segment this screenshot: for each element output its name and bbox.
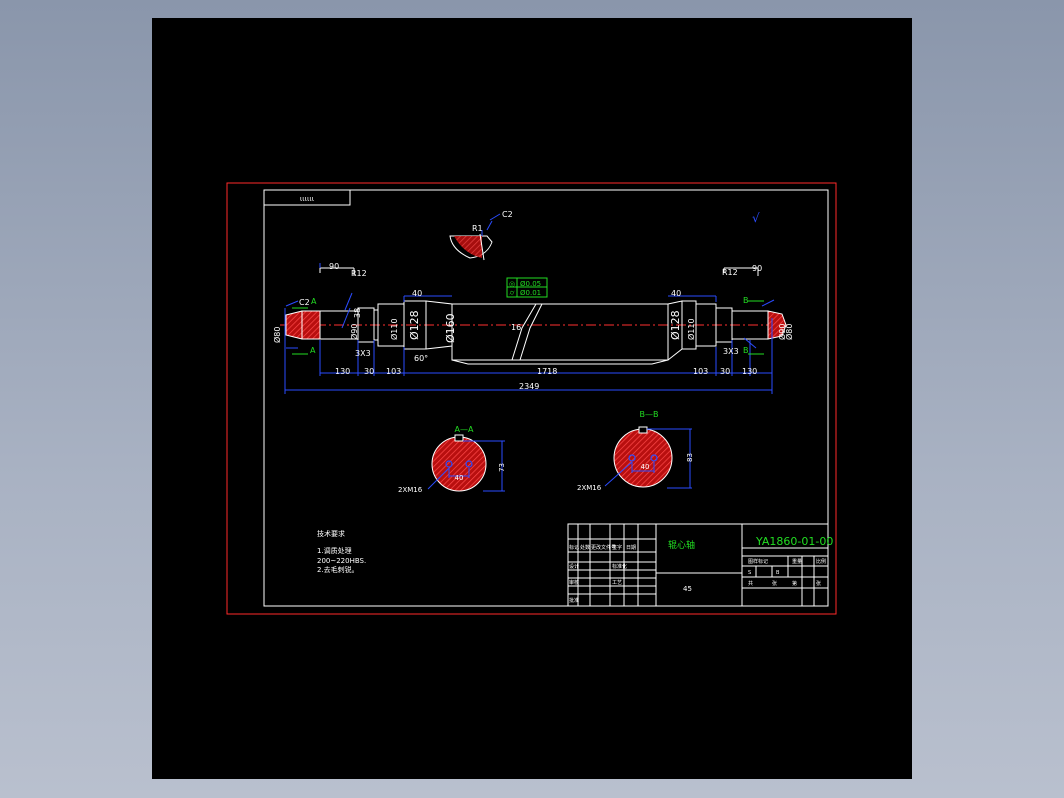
chamfer-radius: R1	[472, 224, 483, 233]
dim-30-right: 30	[720, 367, 730, 376]
tb-cell-10: 图样标记	[748, 558, 768, 565]
section-aa-height: 73	[498, 463, 506, 472]
drawing-number: YA1860-01-00	[755, 535, 833, 548]
dim-top40-right: 40	[671, 289, 681, 298]
section-aa-spacing: 40	[455, 474, 464, 482]
section-aa: A—A 40 73 2XM16	[398, 425, 506, 494]
tb-cell-17: S	[748, 570, 751, 576]
dim-d110-right: Ø110	[686, 318, 696, 340]
dim-groove-left: 3X3	[355, 349, 371, 358]
part-name: 辊心轴	[668, 539, 695, 551]
tol-symbol-1: ◎	[509, 280, 515, 288]
section-marker-a-bottom: A	[310, 346, 316, 355]
notes-line-3: 2.去毛刺锐。	[317, 565, 359, 574]
dim-1718: 1718	[537, 367, 557, 376]
dim-angle: 60°	[414, 354, 428, 363]
tb-cell-18: B	[776, 570, 780, 576]
tb-cell-7: 审核	[569, 579, 579, 586]
dim-d90-right: Ø90	[777, 324, 787, 340]
dim-right-r12: R12	[722, 268, 738, 277]
dim-groove-right: 3X3	[723, 347, 739, 356]
dim-130-right: 130	[742, 367, 757, 376]
tb-cell-12: 比例	[816, 558, 826, 565]
dim-top40-left: 40	[412, 289, 422, 298]
tb-cell-6: 标准化	[612, 563, 627, 570]
scale-stamp-box	[263, 189, 351, 206]
dim-103-left: 103	[386, 367, 401, 376]
drawing-sheet: ɩɩɩɩɩɩ R1 C2 √	[226, 182, 837, 615]
section-aa-title: A—A	[455, 425, 474, 434]
section-marker-a-top: A	[311, 297, 317, 306]
dim-overall: 2349	[519, 382, 539, 391]
notes-heading: 技术要求	[317, 529, 345, 538]
dim-d128-right: Ø128	[669, 310, 682, 340]
dim-left-90: 90	[329, 262, 339, 271]
section-bb-height: 83	[686, 453, 694, 462]
inner-frame	[263, 189, 829, 607]
chamfer-c2: C2	[502, 210, 513, 219]
tol-symbol-2: ⌭	[509, 289, 514, 297]
dim-d80-left: Ø80	[272, 327, 282, 343]
section-bb: B—B 40 83 2XM16	[577, 410, 694, 492]
tb-cell-14: 张	[772, 580, 777, 587]
dim-d80-right: Ø80	[784, 324, 794, 340]
dim-c2-left: C2	[299, 298, 310, 307]
tb-cell-1: 处数	[580, 544, 590, 551]
dim-d110-left: Ø110	[389, 318, 399, 340]
section-bb-thread: 2XM16	[577, 484, 602, 492]
tb-cell-0: 标记	[569, 544, 579, 551]
tb-cell-15: 第	[792, 580, 797, 587]
dimension-lines	[284, 263, 775, 394]
shaft-main-view	[280, 267, 788, 365]
section-marker-b-bottom: B	[743, 346, 749, 355]
notes-line-2: 200~220HBS.	[317, 557, 366, 565]
section-aa-thread: 2XM16	[398, 486, 423, 494]
tb-cell-2: 更改文件号	[591, 544, 616, 551]
notes-line-1: 1.调质处理	[317, 546, 352, 555]
scale-stamp: ɩɩɩɩɩɩ	[300, 195, 315, 203]
tb-cell-8: 工艺	[612, 580, 622, 586]
tb-cell-9: 批准	[569, 597, 579, 604]
cad-drawing-canvas: ɩɩɩɩɩɩ R1 C2 √	[152, 18, 912, 779]
tb-cell-4: 日期	[626, 545, 636, 551]
title-block: 辊心轴 YA1860-01-00 45 标记 处数 更改文件号 签字 日期 设计…	[567, 523, 833, 607]
dim-right-90: 90	[752, 264, 762, 273]
tol-value-1: Ø0.05	[520, 280, 541, 288]
dim-130-left: 130	[335, 367, 350, 376]
section-bb-title: B—B	[640, 410, 659, 419]
tolerance-frame: ◎ Ø0.05 ⌭ Ø0.01	[506, 277, 548, 298]
dim-d90: Ø90	[349, 324, 359, 340]
dim-30-left: 30	[364, 367, 374, 376]
technical-notes: 技术要求 1.调质处理 200~220HBS. 2.去毛刺锐。	[317, 529, 366, 574]
dim-left-r12: R12	[351, 269, 367, 278]
tb-cell-16: 张	[816, 580, 821, 587]
dim-103-right: 103	[693, 367, 708, 376]
dim-small-16: 16	[511, 323, 521, 332]
section-marker-b-top: B	[743, 296, 749, 305]
chamfer-detail: R1 C2	[449, 210, 513, 261]
outer-frame	[226, 182, 837, 615]
tb-cell-13: 共	[748, 580, 753, 587]
tb-cell-11: 重量	[792, 558, 802, 565]
roughness-symbol: √	[752, 211, 760, 225]
dim-d160: Ø160	[444, 313, 457, 343]
tol-value-2: Ø0.01	[520, 289, 541, 297]
tb-cell-3: 签字	[612, 544, 622, 551]
dim-d38: 38	[353, 308, 362, 318]
material: 45	[683, 585, 692, 593]
section-bb-spacing: 40	[641, 463, 650, 471]
tb-cell-5: 设计	[569, 563, 579, 570]
dim-d128-left: Ø128	[408, 310, 421, 340]
